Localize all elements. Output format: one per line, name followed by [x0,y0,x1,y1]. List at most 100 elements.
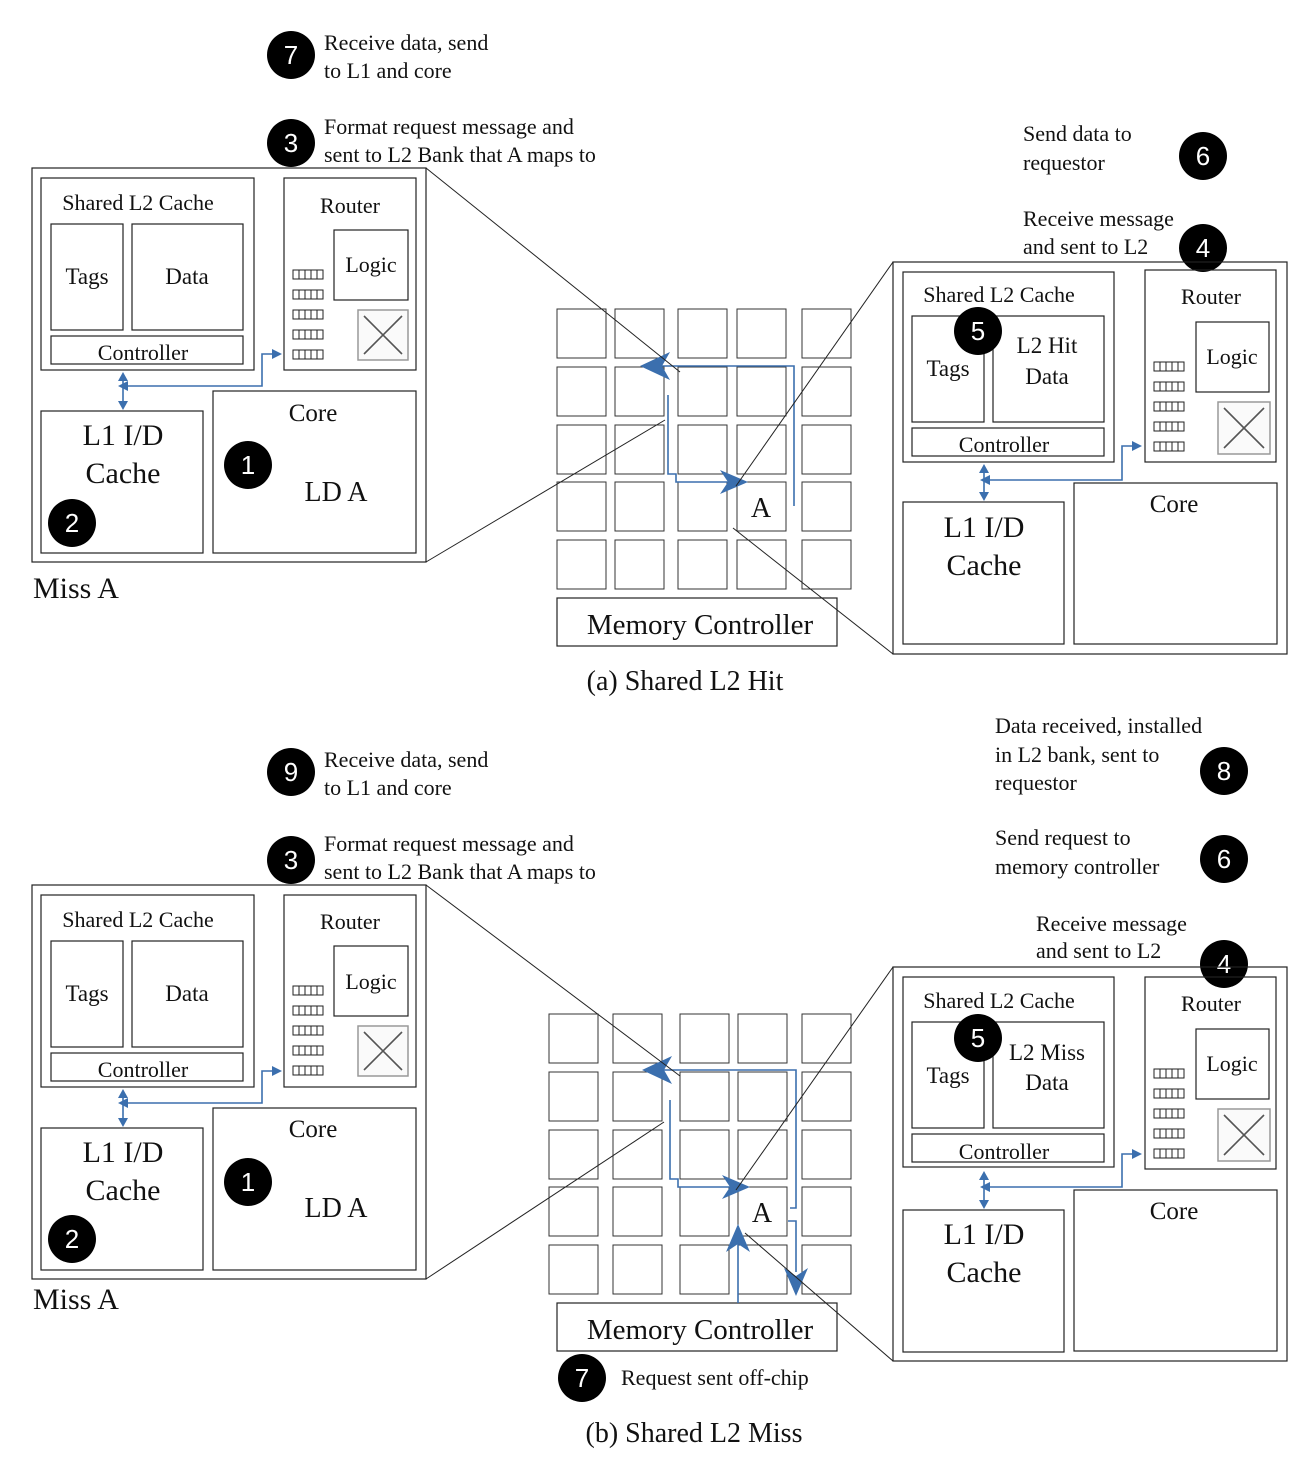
l1-label-line1: L1 I/D [83,419,164,452]
core-label: Core [1150,491,1199,518]
memory-controller-label: Memory Controller [587,1314,814,1346]
l1-label-line2: Cache [947,549,1022,582]
step-badge-8 [1200,747,1248,795]
input-buffers [292,985,324,1076]
tile-outline [31,167,427,563]
l2-title: Shared L2 Cache [62,190,214,215]
controller-label: Controller [98,1057,189,1082]
l2-cache-block [902,271,1115,463]
step-badge-4 [1179,224,1227,272]
step-badge-1 [224,441,272,489]
step-badge-7 [558,1354,606,1402]
data-label-line1: L2 Miss [1009,1040,1085,1065]
data-block [992,1021,1105,1129]
l1-label-line1: L1 I/D [944,1218,1025,1251]
tags-label: Tags [926,356,969,381]
router-label: Router [320,909,381,934]
mesh-grid-a: A Memory Controller [556,308,852,647]
tags-block [911,315,985,423]
core-block [212,1107,417,1271]
core-block [1073,1189,1278,1352]
step-number: 7 [575,1363,589,1393]
tags-label: Tags [65,264,108,289]
caption-a: (a) Shared L2 Hit [587,666,784,697]
step-number: 4 [1196,233,1210,263]
controller-label: Controller [98,340,189,365]
step-number: 6 [1217,844,1231,874]
core-label: Core [289,1116,338,1143]
step-badge-4 [1200,940,1248,988]
l2-title: Shared L2 Cache [62,907,214,932]
l1-cache-block [902,501,1065,645]
miss-label: Miss A [33,572,119,605]
router-label: Router [1181,991,1242,1016]
data-label-line2: Data [1025,364,1068,389]
step-number: 3 [284,845,298,875]
data-block [131,223,244,331]
step-badge-1 [224,1158,272,1206]
logic-label: Logic [1206,344,1258,369]
mesh-grid-b: A Memory Controller [548,1013,852,1352]
right-tile: Shared L2 Cache Tags L2 Hit Data 5 Contr… [892,261,1288,655]
l1-label-line2: Cache [947,1256,1022,1289]
core-label: Core [289,400,338,427]
controller-block [50,1052,244,1082]
step-number: 5 [971,316,985,346]
step-number: 8 [1217,756,1231,786]
step-text: Receive data, send [324,747,488,772]
router-block [283,177,417,371]
input-buffers [1153,361,1185,452]
step-text: Receive data, send [324,30,488,55]
logic-block [1195,321,1270,393]
logic-label: Logic [345,252,397,277]
logic-label: Logic [345,969,397,994]
step-badge-9 [267,748,315,796]
step-text: Receive message [1036,911,1187,936]
l2-title: Shared L2 Cache [923,988,1075,1013]
step-text: Receive message [1023,206,1174,231]
step-number: 4 [1217,949,1231,979]
memory-controller [556,597,838,647]
input-buffers [292,269,324,360]
router-label: Router [320,193,381,218]
step-text: and sent to L2 [1023,234,1148,259]
node-a-label: A [751,493,772,524]
step-text: requestor [995,770,1078,795]
data-label-line2: Data [1025,1070,1068,1095]
logic-label: Logic [1206,1051,1258,1076]
step-text: and sent to L2 [1036,938,1161,963]
step-badge-3 [267,119,315,167]
step-number: 3 [284,128,298,158]
step-text: in L2 bank, sent to [995,742,1159,767]
step-text: Request sent off-chip [621,1365,809,1390]
step-text: to L1 and core [324,58,452,83]
l2-cache-block [902,976,1115,1168]
instruction-label: LD A [305,477,369,508]
step-text: sent to L2 Bank that A maps to [324,142,596,167]
panel-b: 9 Receive data, send to L1 and core 3 Fo… [31,713,1288,1449]
controller-block [911,427,1105,457]
controller-block [50,335,244,365]
step-badge-6 [1179,132,1227,180]
controller-label: Controller [959,1139,1050,1164]
step-text: Data received, installed [995,713,1202,738]
tags-block [911,1021,985,1129]
tags-block [50,223,124,331]
l2-cache-block [40,894,255,1088]
data-label: Data [165,981,208,1006]
tile-outline [31,884,427,1280]
router-label: Router [1181,284,1242,309]
input-buffers [1153,1068,1185,1159]
memory-controller [556,1302,838,1352]
step-badge-5 [954,307,1002,355]
step-number: 2 [65,508,79,538]
step-text: Format request message and [324,831,574,856]
right-tile: Shared L2 Cache Tags L2 Miss Data 5 Cont… [892,966,1288,1362]
step-number: 1 [241,450,255,480]
data-label-line1: L2 Hit [1017,333,1078,358]
node-a-label: A [752,1198,773,1229]
caption-b: (b) Shared L2 Miss [586,1418,803,1449]
data-block [992,315,1105,423]
step-text: Format request message and [324,114,574,139]
